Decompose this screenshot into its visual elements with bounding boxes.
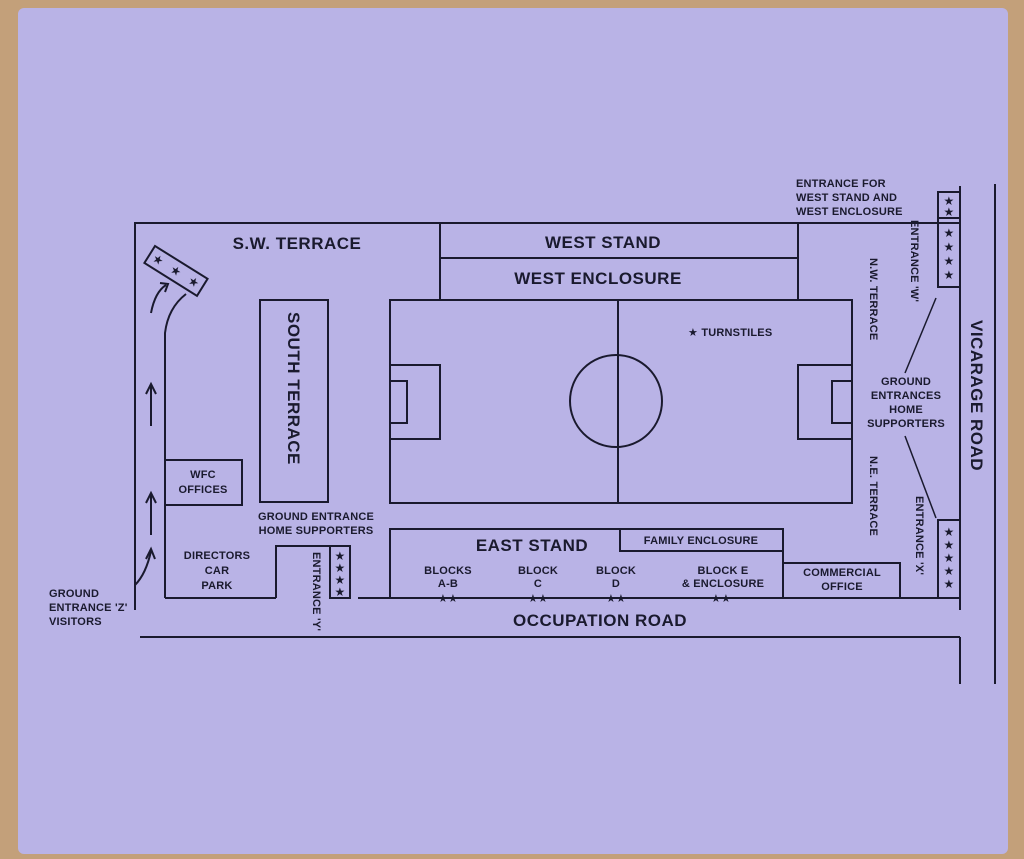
east-stand-label: EAST STAND	[476, 536, 588, 555]
paper-background	[18, 8, 1008, 854]
sw-terrace-area: S.W. TERRACE	[233, 223, 441, 300]
block-d-line2: D	[612, 578, 620, 590]
entrance-z-line1: GROUND	[49, 588, 99, 600]
turnstile-icon: ★	[448, 593, 458, 605]
goal-area-south	[389, 380, 408, 424]
home-entrances-line3: HOME	[889, 404, 923, 416]
turnstile-icon: ★	[943, 240, 954, 254]
south-terrace-label: SOUTH TERRACE	[284, 312, 303, 465]
block-c-line2: C	[534, 578, 542, 590]
turnstile-icon: ★	[538, 593, 548, 605]
home-entrances-line1: GROUND	[881, 376, 931, 388]
pointer-line	[904, 435, 937, 519]
turnstiles-legend: ★ TURNSTILES	[688, 327, 772, 339]
ground-map: S.W. TERRACE WEST STAND WEST ENCLOSURE ★…	[18, 8, 1008, 854]
block-e-line1: BLOCK E	[698, 565, 749, 577]
arrow-curve-icon	[150, 284, 167, 314]
arrow-head-icon	[159, 282, 170, 293]
turnstile-icon: ★	[943, 538, 954, 552]
entrance-y-label: ENTRANCE 'Y'	[310, 552, 322, 631]
entrance-z-line3: VISITORS	[49, 616, 102, 628]
turnstile-icon: ★	[334, 561, 345, 575]
ticket-paper: S.W. TERRACE WEST STAND WEST ENCLOSURE ★…	[18, 8, 1008, 854]
turnstile-icon: ★	[943, 525, 954, 539]
entrance-x-turnstiles: ★ ★ ★ ★ ★	[937, 519, 961, 599]
block-ab-line2: A-B	[438, 578, 458, 590]
entrance-w-label: ENTRANCE 'W'	[908, 220, 920, 302]
pitch: ★ TURNSTILES	[389, 299, 853, 504]
turnstile-icon: ★	[943, 194, 954, 208]
home-entrance-bottom: GROUND ENTRANCE HOME SUPPORTERS	[258, 511, 374, 537]
ne-terrace-label: N.E. TERRACE	[867, 456, 879, 536]
car-park-line3: PARK	[201, 580, 232, 592]
north-side: N.W. TERRACE N.E. TERRACE ENTRANCE 'W' E…	[796, 178, 961, 599]
nw-terrace-label: N.W. TERRACE	[867, 258, 879, 340]
pointer-line	[904, 297, 937, 374]
turnstile-icon: ★	[943, 254, 954, 268]
west-stand-label: WEST STAND	[545, 233, 661, 252]
directors-car-park: DIRECTORS CAR PARK	[184, 550, 250, 592]
entrance-z-line2: ENTRANCE 'Z'	[49, 602, 128, 614]
west-enclosure: WEST ENCLOSURE	[514, 269, 682, 288]
west-enclosure-label: WEST ENCLOSURE	[514, 269, 682, 288]
turnstile-icon: ★	[943, 577, 954, 591]
arrow-up-icon	[134, 546, 156, 586]
turnstile-icon: ★	[943, 268, 954, 282]
family-enclosure	[619, 528, 784, 552]
vicarage-road-label: VICARAGE ROAD	[967, 320, 986, 471]
entrance-y: ★ ★ ★ ★ ENTRANCE 'Y'	[275, 545, 351, 631]
wfc-offices-line1: WFC	[190, 469, 216, 481]
sw-terrace-label: S.W. TERRACE	[233, 234, 362, 253]
wfc-offices-line2: OFFICES	[178, 484, 227, 496]
south-terrace: SOUTH TERRACE	[259, 299, 329, 503]
occupation-road-label: OCCUPATION ROAD	[513, 611, 687, 630]
access-road	[134, 282, 187, 598]
block-e-line2: & ENCLOSURE	[682, 578, 764, 590]
west-entrance-line3: WEST ENCLOSURE	[796, 206, 903, 218]
block-c-line1: BLOCK	[518, 565, 558, 577]
home-entrance-line2: HOME SUPPORTERS	[259, 525, 374, 537]
turnstile-icon: ★	[334, 549, 345, 563]
entrance-z: GROUND ENTRANCE 'Z' VISITORS	[49, 588, 128, 628]
turnstile-icon: ★	[438, 593, 448, 605]
west-entrance-line2: WEST STAND AND	[796, 192, 897, 204]
turnstile-icon: ★	[616, 593, 626, 605]
turnstile-icon: ★	[711, 593, 721, 605]
entrance-x-label: ENTRANCE 'X'	[913, 496, 925, 575]
commercial-office-line1: COMMERCIAL	[803, 567, 881, 579]
block-ab-line1: BLOCKS	[424, 565, 472, 577]
east-stand: EAST STAND FAMILY ENCLOSURE BLOCKS A-B B…	[389, 528, 784, 605]
arrow-up-icon	[145, 490, 157, 535]
entrance-w-turnstiles: ★ ★ ★ ★ ★ ★	[937, 191, 961, 288]
home-entrances-line4: SUPPORTERS	[867, 418, 945, 430]
west-stand: WEST STAND	[440, 223, 799, 300]
turnstile-icon: ★	[606, 593, 616, 605]
home-entrance-line1: GROUND ENTRANCE	[258, 511, 374, 523]
turnstile-icon: ★	[334, 573, 345, 587]
west-entrance-line1: ENTRANCE FOR	[796, 178, 886, 190]
goal-area-north	[831, 380, 853, 424]
commercial-office-line2: OFFICE	[821, 581, 863, 593]
car-park-line1: DIRECTORS	[184, 550, 250, 562]
turnstile-icon: ★	[528, 593, 538, 605]
arrow-up-icon	[145, 381, 157, 426]
turnstile-icon: ★	[721, 593, 731, 605]
turnstile-icon: ★	[943, 564, 954, 578]
turnstile-icon: ★	[943, 226, 954, 240]
east-stand-turnstiles: ★ ★ ★ ★ ★ ★ ★ ★	[438, 593, 731, 605]
car-park-line2: CAR	[205, 565, 229, 577]
block-d-line1: BLOCK	[596, 565, 636, 577]
commercial-office: COMMERCIAL OFFICE	[782, 562, 901, 599]
turnstile-icon: ★	[334, 585, 345, 599]
family-enclosure-label: FAMILY ENCLOSURE	[644, 535, 758, 547]
turnstile-icon: ★	[943, 205, 954, 219]
turnstile-icon: ★	[943, 551, 954, 565]
home-entrances-line2: ENTRANCES	[871, 390, 941, 402]
